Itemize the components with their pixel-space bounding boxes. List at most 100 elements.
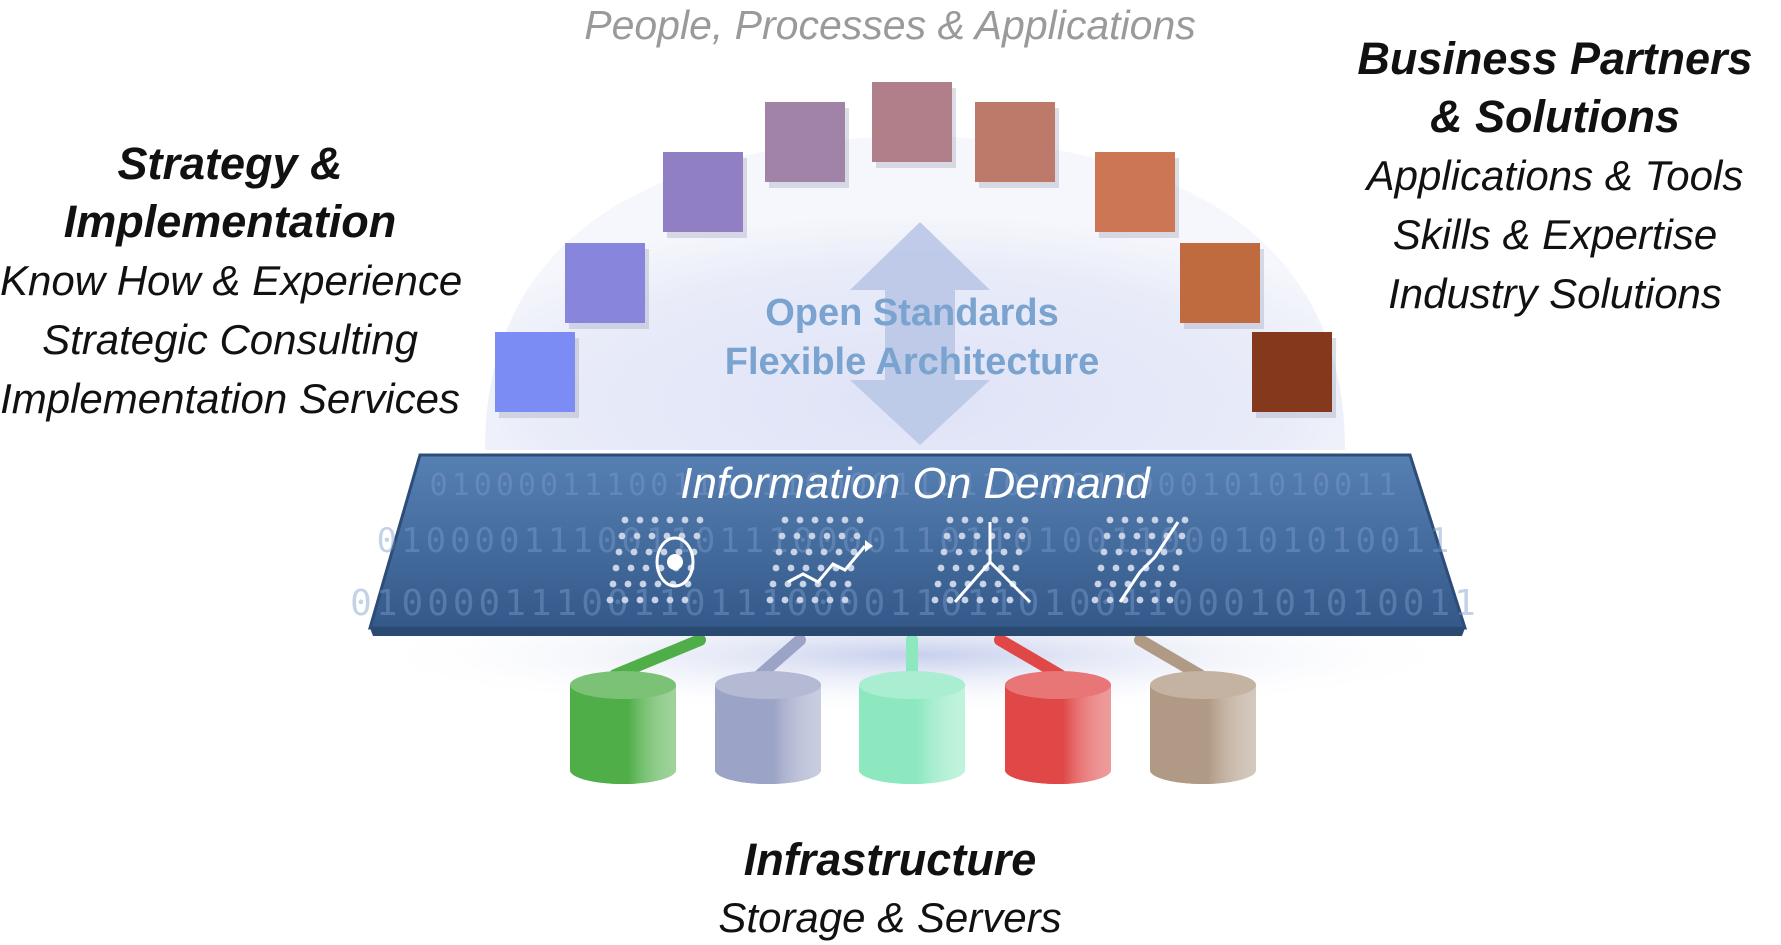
grid-dot (781, 516, 789, 524)
right-heading-line2: & Solutions (1430, 91, 1680, 142)
grid-dot (817, 564, 825, 572)
grid-dot (1015, 548, 1023, 556)
grid-dot (856, 516, 864, 524)
grid-dot (943, 532, 951, 540)
grid-dot (675, 548, 683, 556)
grid-dot (1160, 548, 1168, 556)
grid-dot (769, 580, 777, 588)
business-partners-block: Business Partners & Solutions Applicatio… (1330, 30, 1780, 323)
grid-dot (994, 580, 1002, 588)
grid-dot (844, 580, 852, 588)
grid-dot (633, 532, 641, 540)
grid-dot (666, 596, 674, 604)
grid-dot (1136, 596, 1144, 604)
grid-dot (1109, 580, 1117, 588)
grid-dot (961, 596, 969, 604)
grid-dot (796, 596, 804, 604)
top-caption: People, Processes & Applications (584, 2, 1196, 48)
grid-dot (663, 532, 671, 540)
grid-dot (1130, 548, 1138, 556)
grid-dot (1145, 548, 1153, 556)
grid-dot (946, 596, 954, 604)
grid-dot (1106, 596, 1114, 604)
grid-dot (639, 580, 647, 588)
arch-square (1180, 243, 1260, 323)
grid-dot (666, 516, 674, 524)
arch-square (1252, 332, 1332, 412)
information-platform: 0100001110011011100001101101001100010101… (350, 453, 1480, 636)
target-dot-grid-icon (606, 516, 704, 604)
left-item: Implementation Services (0, 375, 460, 422)
grid-dot (799, 580, 807, 588)
binary-row-3: 0100001110011011100001101101001100010101… (350, 583, 1480, 624)
grid-dot (1018, 532, 1026, 540)
center-text-line1: Open Standards (765, 292, 1059, 334)
storage-cylinder-icon (859, 671, 965, 784)
grid-dot (1151, 516, 1159, 524)
grid-dot (636, 516, 644, 524)
grid-dot (651, 516, 659, 524)
grid-dot (970, 548, 978, 556)
grid-dot (627, 564, 635, 572)
grid-dot (853, 532, 861, 540)
grid-dot (991, 596, 999, 604)
diagonal-line-dot-grid-icon (1091, 516, 1189, 604)
left-heading-line2: Implementation (63, 196, 397, 247)
grid-dot (1175, 548, 1183, 556)
grid-dot (1136, 516, 1144, 524)
grid-dot (1169, 580, 1177, 588)
grid-dot (681, 596, 689, 604)
grid-dot (693, 532, 701, 540)
grid-dot (820, 548, 828, 556)
grid-dot (1100, 548, 1108, 556)
grid-dot (991, 516, 999, 524)
grid-dot (1094, 580, 1102, 588)
grid-dot (1012, 564, 1020, 572)
grid-dot (1106, 516, 1114, 524)
left-item: Strategic Consulting (42, 316, 418, 363)
grid-dot (696, 516, 704, 524)
grid-dot (979, 580, 987, 588)
grid-dot (1148, 532, 1156, 540)
grid-dot (621, 596, 629, 604)
grid-dot (1139, 580, 1147, 588)
grid-dot (835, 548, 843, 556)
grid-dot (1154, 580, 1162, 588)
center-text-line2: Flexible Architecture (725, 341, 1100, 383)
grid-dot (615, 548, 623, 556)
binary-row-1: 0100001110011011100001101101001100010101… (430, 468, 1401, 503)
grid-dot (781, 596, 789, 604)
storage-cylinder-icon (570, 671, 676, 784)
storage-cylinder-icon (715, 671, 821, 784)
grid-dot (1006, 516, 1014, 524)
grid-dot (838, 532, 846, 540)
bottom-subtitle: Storage & Servers (718, 894, 1062, 941)
grid-dot (654, 580, 662, 588)
connector-lines (609, 634, 1206, 681)
arch-square (975, 102, 1055, 182)
grid-dot (1091, 596, 1099, 604)
grid-dot (618, 532, 626, 540)
grid-dot (1112, 564, 1120, 572)
grid-dot (841, 516, 849, 524)
arch-square (1095, 152, 1175, 232)
grid-dot (1006, 596, 1014, 604)
grid-dot (826, 596, 834, 604)
grid-dot (1003, 532, 1011, 540)
grid-dot (778, 532, 786, 540)
grid-dot (660, 548, 668, 556)
grid-dot (1115, 548, 1123, 556)
grid-dot (931, 596, 939, 604)
trend-line-dot-grid-icon (766, 516, 873, 604)
grid-dot (1127, 564, 1135, 572)
right-item: Industry Solutions (1388, 270, 1722, 317)
grid-dot (1000, 548, 1008, 556)
grid-dot (606, 596, 614, 604)
grid-dot (1151, 596, 1159, 604)
storage-cylinders (570, 671, 1256, 784)
grid-dot (826, 516, 834, 524)
grid-dot (1172, 564, 1180, 572)
storage-cylinder-icon (1005, 671, 1111, 784)
grid-dot (1133, 532, 1141, 540)
grid-dot (976, 516, 984, 524)
